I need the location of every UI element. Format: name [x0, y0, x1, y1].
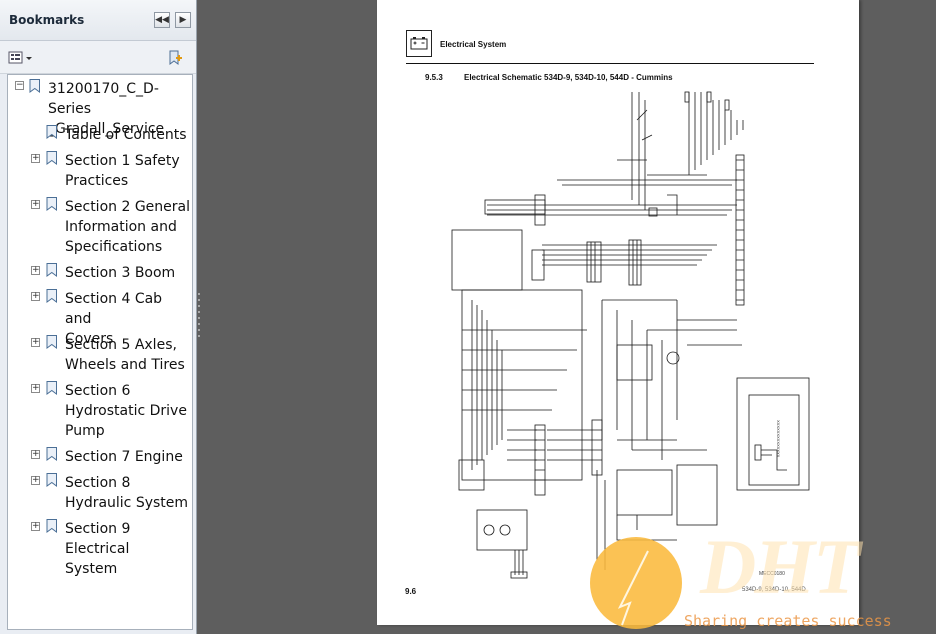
bookmark-icon [46, 519, 57, 533]
section-title: Electrical Schematic 534D-9, 534D-10, 54… [464, 73, 673, 82]
bookmark-label: Section 6 [65, 383, 131, 399]
lightning-icon [617, 550, 649, 626]
bookmark-icon [46, 473, 57, 487]
bookmark-label: Specifications [65, 239, 163, 255]
options-menu-button[interactable] [8, 50, 35, 66]
bookmark-label: Pump [65, 423, 105, 439]
bookmark-label: Covers [65, 331, 114, 347]
expand-toggle[interactable]: + [31, 475, 40, 485]
header-rule [406, 63, 814, 64]
bookmark-root[interactable]: 31200170_C_D-Series _Gradall_Service [48, 79, 192, 139]
bookmark-label: _Gradall_Service [48, 121, 165, 137]
page-number: 9.6 [405, 587, 417, 596]
bookmark-icon [29, 79, 40, 93]
section-number: 9.5.3 [425, 73, 443, 82]
watermark-logo: DHT [700, 523, 861, 610]
expand-toggle[interactable]: + [31, 449, 40, 459]
bookmark-item[interactable]: Section 9 Electrical System [65, 519, 192, 579]
bookmark-icon [46, 335, 57, 349]
bookmark-icon [46, 289, 57, 303]
bookmark-icon [46, 263, 57, 277]
bookmark-item[interactable]: Section 7 Engine [65, 447, 183, 467]
bookmark-item[interactable]: Section 8 Hydraulic System [65, 473, 188, 513]
bookmark-label: Section 2 General [65, 199, 190, 215]
expand-toggle[interactable]: + [31, 265, 40, 275]
document-page: Electrical System 9.5.3 Electrical Schem… [377, 0, 859, 625]
bookmark-label: Hydraulic System [65, 495, 189, 511]
bookmarks-toolbar [0, 41, 196, 74]
bookmark-label: Section 8 [65, 475, 131, 491]
bookmark-tree: − 31200170_C_D-Series _Gradall_Service T… [7, 74, 193, 630]
bookmarks-panel: Bookmarks ◀◀ ▶ − 31200170_C_ [0, 0, 197, 634]
bookmarks-header: Bookmarks ◀◀ ▶ [0, 0, 196, 41]
bookmark-label: Practices [65, 173, 129, 189]
bookmark-item[interactable]: Section 2 General Information and Specif… [65, 197, 190, 257]
expand-toggle[interactable]: + [31, 291, 40, 301]
bookmark-icon [46, 447, 57, 461]
list-options-icon [8, 51, 32, 64]
bookmark-label: 31200170_C_D-Series [48, 81, 159, 117]
collapse-toggle[interactable]: − [15, 80, 24, 90]
bookmark-icon [46, 381, 57, 395]
bookmark-label: System [65, 561, 118, 577]
bookmark-label: Wheels and Tires [65, 357, 185, 373]
bookmark-icon [46, 125, 57, 139]
bookmark-label: Section 4 Cab and [65, 291, 163, 327]
bookmark-label: Hydrostatic Drive [65, 403, 187, 419]
expand-toggle[interactable]: + [31, 521, 40, 531]
new-bookmark-button[interactable] [166, 49, 184, 67]
expand-toggle[interactable]: + [31, 383, 40, 393]
bookmark-item[interactable]: Table of Contents [65, 125, 187, 145]
svg-text:XXXXXXXXXXXXXX: XXXXXXXXXXXXXX [776, 420, 781, 458]
watermark-tagline: Sharing creates success [684, 612, 892, 630]
panel-resize-grip[interactable] [198, 293, 201, 339]
bookmark-label: Section 7 Engine [65, 449, 183, 465]
bookmark-label: Section 3 Boom [65, 265, 176, 281]
expand-toggle[interactable]: + [31, 153, 40, 163]
bookmark-item[interactable]: Section 4 Cab and Covers [65, 289, 192, 349]
bookmark-label: Section 5 Axles, [65, 337, 177, 353]
right-arrow-icon: ▶ [179, 15, 187, 25]
watermark-logo-circle [590, 537, 682, 629]
bookmark-label: Section 9 Electrical [65, 521, 131, 557]
bookmarks-title: Bookmarks [9, 13, 85, 27]
electrical-schematic-diagram: XXXXXXXXXXXXXX [451, 91, 810, 579]
bookmark-label: Section 1 Safety [65, 153, 180, 169]
collapse-panel-button[interactable]: ◀◀ [154, 12, 170, 28]
bookmark-label: Table of Contents [65, 127, 187, 143]
expand-toggle[interactable]: + [31, 337, 40, 347]
bookmark-item[interactable]: Section 3 Boom [65, 263, 175, 283]
new-bookmark-icon [169, 50, 182, 65]
header-icon-box [406, 30, 432, 57]
double-left-arrow-icon: ◀◀ [155, 15, 169, 25]
bookmark-label: Information and [65, 219, 177, 235]
bookmark-item[interactable]: Section 5 Axles, Wheels and Tires [65, 335, 185, 375]
bookmark-icon [46, 197, 57, 211]
bookmark-icon [46, 151, 57, 165]
hide-panel-button[interactable]: ▶ [175, 12, 191, 28]
battery-icon [410, 37, 428, 50]
expand-toggle[interactable]: + [31, 199, 40, 209]
bookmark-item[interactable]: Section 1 Safety Practices [65, 151, 180, 191]
footer-models: 534D-9, 534D-10, 544D [742, 587, 806, 593]
footer-code: MECC0180 [759, 571, 785, 577]
bookmark-item[interactable]: Section 6 Hydrostatic Drive Pump [65, 381, 187, 441]
header-title: Electrical System [440, 40, 507, 49]
